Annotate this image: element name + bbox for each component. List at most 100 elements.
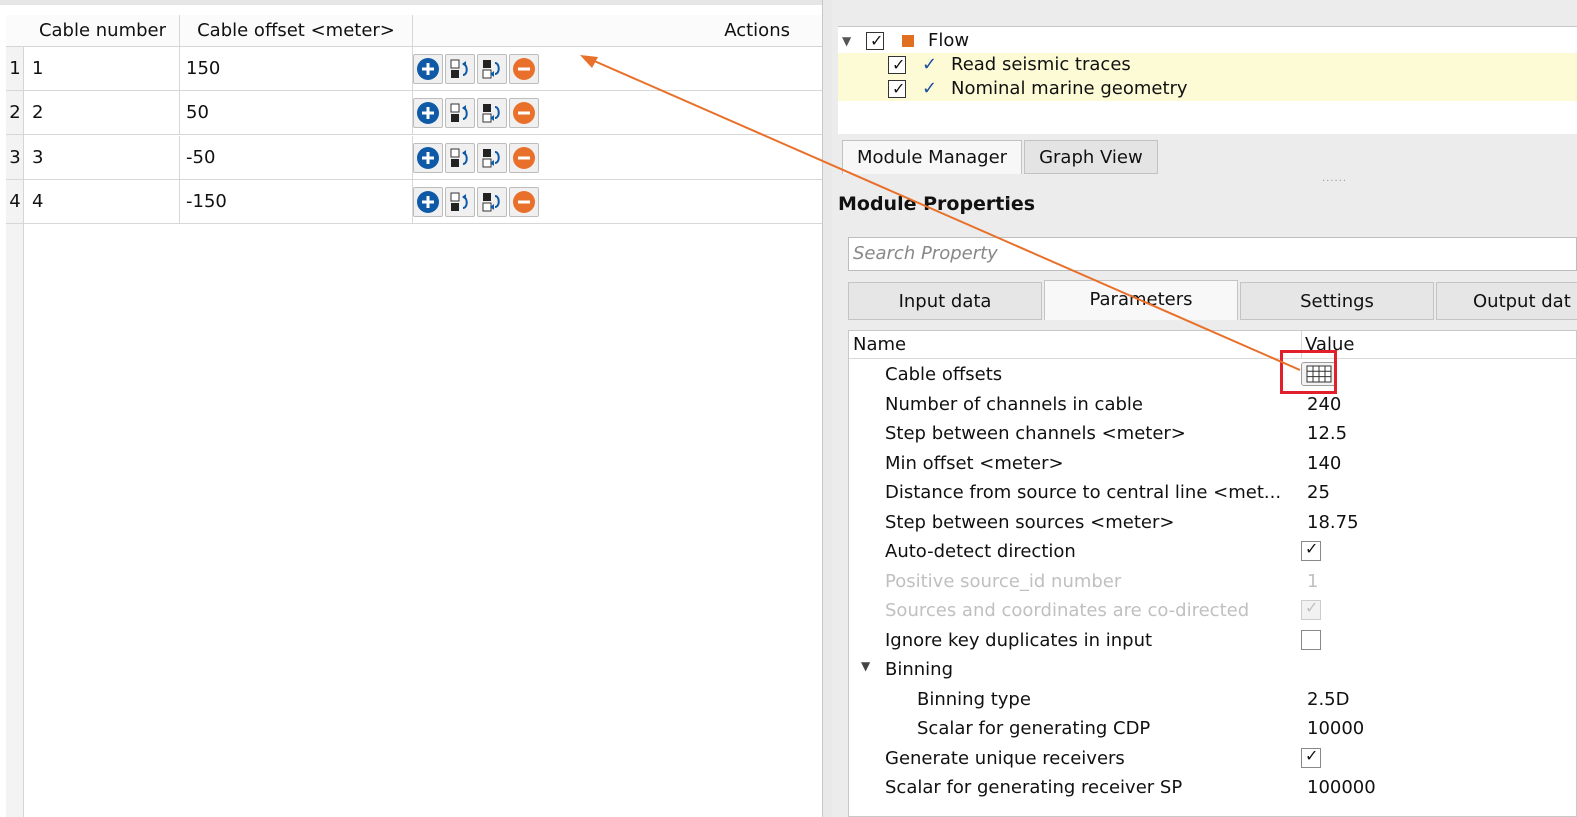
property-value[interactable]: 2.5D: [1307, 688, 1350, 710]
cable-number-cell[interactable]: 1: [30, 47, 180, 91]
tree-label-nominal-marine: Nominal marine geometry: [951, 78, 1188, 99]
view-tabs: Module Manager Graph View: [842, 140, 1160, 174]
property-row-step-between-sources-meter[interactable]: Step between sources <meter>18.75: [849, 508, 1577, 538]
row-number: 2: [9, 102, 21, 124]
property-row-sources-and-coordinates-are-co-directed[interactable]: Sources and coordinates are co-directed ✓: [849, 596, 1577, 626]
tree-item-nominal-marine[interactable]: ✓ ✓ Nominal marine geometry: [838, 77, 1577, 101]
header-actions[interactable]: Actions: [724, 20, 790, 41]
check-icon: ✓: [1305, 598, 1319, 617]
flow-square-icon: [902, 35, 914, 47]
tree-item-flow[interactable]: ▼ ✓ Flow: [838, 29, 1577, 53]
remove-row-button[interactable]: [509, 142, 539, 173]
status-ok-icon: ✓: [922, 78, 938, 99]
add-row-button[interactable]: [413, 186, 443, 217]
add-row-button[interactable]: [413, 142, 443, 173]
add-row-button[interactable]: [413, 54, 443, 84]
tab-output-data[interactable]: Output dat: [1436, 282, 1577, 320]
row-actions: [413, 186, 539, 217]
cable-offset-cell[interactable]: 50: [180, 91, 413, 136]
tab-input-data[interactable]: Input data: [848, 282, 1042, 320]
move-down-button[interactable]: [477, 186, 507, 217]
property-value[interactable]: 100000: [1307, 777, 1376, 798]
cable-number-cell[interactable]: 2: [30, 91, 180, 136]
resize-grip-icon[interactable]: ······: [1322, 176, 1348, 187]
search-property-input[interactable]: Search Property: [848, 237, 1577, 271]
tab-settings[interactable]: Settings: [1240, 282, 1434, 320]
property-row-generate-unique-receivers[interactable]: Generate unique receivers✓: [849, 744, 1577, 774]
property-row-distance-from-source-to-central-line-met[interactable]: Distance from source to central line <me…: [849, 478, 1577, 508]
property-value[interactable]: 12.5: [1307, 423, 1348, 444]
property-value[interactable]: 140: [1307, 452, 1342, 474]
cable-offset-cell[interactable]: -50: [180, 135, 413, 180]
read-seismic-checkbox[interactable]: ✓: [888, 55, 906, 74]
property-name: Ignore key duplicates in input: [885, 629, 1153, 651]
table-header: Cable number Cable offset <meter> Action…: [6, 15, 822, 47]
move-down-icon: [480, 57, 504, 81]
remove-row-button[interactable]: [509, 186, 539, 217]
move-down-icon: [480, 101, 504, 125]
property-checkbox[interactable]: [1301, 629, 1321, 650]
header-cable-offset[interactable]: Cable offset <meter>: [180, 15, 413, 47]
tree-item-read-seismic[interactable]: ✓ ✓ Read seismic traces: [838, 53, 1577, 77]
remove-row-button[interactable]: [509, 98, 539, 129]
property-checkbox[interactable]: ✓: [1301, 746, 1321, 768]
move-up-button[interactable]: [445, 142, 475, 173]
remove-row-button[interactable]: [509, 54, 539, 84]
row-number: 3: [9, 146, 21, 168]
cable-offset-cell[interactable]: -150: [180, 179, 413, 224]
property-row-binning[interactable]: ▼Binning: [849, 655, 1577, 685]
column-value-header[interactable]: Value: [1305, 334, 1355, 355]
tab-graph-view[interactable]: Graph View: [1024, 140, 1158, 174]
move-down-button[interactable]: [477, 54, 507, 84]
property-row-binning-type[interactable]: Binning type 2.5D: [849, 685, 1577, 715]
property-name: Binning type: [917, 688, 1031, 710]
property-checkbox[interactable]: ✓: [1301, 539, 1321, 561]
property-value[interactable]: 10000: [1307, 718, 1365, 739]
panel-splitter[interactable]: [822, 0, 832, 817]
properties-header: Name Value: [849, 331, 1577, 359]
tab-parameters[interactable]: Parameters: [1044, 280, 1238, 320]
property-value[interactable]: 240: [1307, 393, 1342, 415]
tab-module-manager[interactable]: Module Manager: [842, 140, 1023, 174]
expand-arrow-icon[interactable]: ▼: [842, 34, 852, 48]
column-name-header[interactable]: Name: [853, 334, 907, 355]
property-row-auto-detect-direction[interactable]: Auto-detect direction ✓: [849, 537, 1577, 567]
move-down-button[interactable]: [477, 142, 507, 173]
property-row-cable-offsets[interactable]: Cable offsets: [849, 360, 1577, 390]
property-name: Number of channels in cable: [885, 393, 1143, 415]
remove-row-icon: [512, 57, 536, 81]
cable-number-cell[interactable]: 4: [30, 179, 180, 224]
column-divider[interactable]: [1301, 331, 1302, 359]
nominal-marine-checkbox[interactable]: ✓: [888, 79, 906, 98]
property-value[interactable]: 25: [1307, 482, 1330, 503]
property-row-step-between-channels-meter[interactable]: Step between channels <meter>12.5: [849, 419, 1577, 449]
add-row-button[interactable]: [413, 98, 443, 129]
property-row-ignore-key-duplicates-in-input[interactable]: Ignore key duplicates in input: [849, 626, 1577, 656]
move-up-icon: [448, 146, 472, 170]
cable-offset-cell[interactable]: 150: [180, 47, 413, 91]
property-name: Sources and coordinates are co-directed: [885, 600, 1250, 621]
move-up-button[interactable]: [445, 54, 475, 84]
property-row-number-of-channels-in-cable[interactable]: Number of channels in cable 240: [849, 390, 1577, 420]
flow-checkbox[interactable]: ✓: [866, 31, 884, 50]
header-cable-number[interactable]: Cable number: [6, 15, 180, 47]
property-row-min-offset-meter[interactable]: Min offset <meter>140: [849, 449, 1577, 479]
move-up-button[interactable]: [445, 98, 475, 129]
tree-label-read-seismic: Read seismic traces: [951, 54, 1131, 75]
property-name: Auto-detect direction: [885, 541, 1076, 562]
move-down-button[interactable]: [477, 98, 507, 129]
cable-number-cell[interactable]: 3: [30, 135, 180, 180]
flow-tree: ▼ ✓ Flow ✓ ✓ Read seismic traces ✓ ✓ Nom…: [838, 26, 1577, 134]
add-row-icon: [416, 101, 440, 125]
move-up-button[interactable]: [445, 186, 475, 217]
property-value[interactable]: 18.75: [1307, 511, 1359, 533]
row-number: 4: [9, 190, 21, 212]
collapse-arrow-icon[interactable]: ▼: [861, 659, 871, 673]
